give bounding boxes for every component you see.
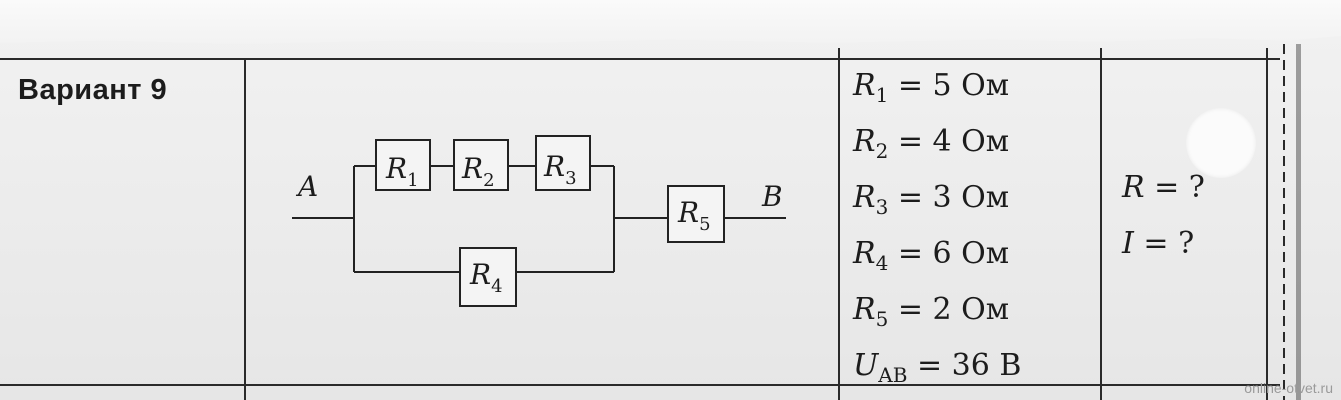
given-r3: R3 = 3 Ом — [853, 180, 1010, 219]
table-bottom-border — [0, 384, 1280, 386]
find-resistance: R = ? — [1122, 170, 1205, 205]
given-voltage: UAB = 36 В — [853, 348, 1022, 387]
resistor-r3-label: R3 — [543, 150, 577, 189]
column-divider-1 — [244, 58, 246, 400]
resistor-r4-label: R4 — [469, 258, 503, 297]
node-a-label: A — [295, 170, 318, 203]
column-divider-2 — [838, 48, 840, 400]
torn-paper-edge — [0, 0, 1341, 45]
table-top-border — [0, 58, 1280, 60]
resistor-r2 — [453, 139, 509, 191]
page-edge-shadow — [1296, 44, 1301, 400]
given-r5: R5 = 2 Ом — [853, 292, 1010, 331]
cut-line — [1283, 44, 1285, 400]
resistor-r2-label: R2 — [461, 152, 495, 191]
resistor-r1 — [375, 139, 431, 191]
given-r4: R4 = 6 Ом — [853, 236, 1010, 275]
column-divider-4 — [1266, 48, 1268, 400]
given-r1: R1 = 5 Ом — [853, 68, 1010, 107]
column-divider-3 — [1100, 48, 1102, 400]
variant-title: Вариант 9 — [18, 74, 168, 106]
resistor-r3 — [535, 135, 591, 191]
find-current: I = ? — [1122, 226, 1195, 261]
given-r2: R2 = 4 Ом — [853, 124, 1010, 163]
resistor-r5 — [667, 185, 725, 243]
punch-hole — [1186, 108, 1256, 178]
given-values: R1 = 5 Ом R2 = 4 Ом R3 = 3 Ом R4 = 6 Ом … — [853, 58, 1093, 394]
node-b-label: B — [761, 180, 783, 213]
resistor-r1-label: R1 — [385, 152, 419, 191]
resistor-r4 — [459, 247, 517, 307]
resistor-r5-label: R5 — [677, 196, 711, 235]
circuit-diagram: A B R1 R2 R3 R4 R5 — [292, 135, 786, 307]
find-values: R = ? I = ? — [1122, 160, 1205, 272]
watermark: online-otvet.ru — [1244, 380, 1333, 396]
